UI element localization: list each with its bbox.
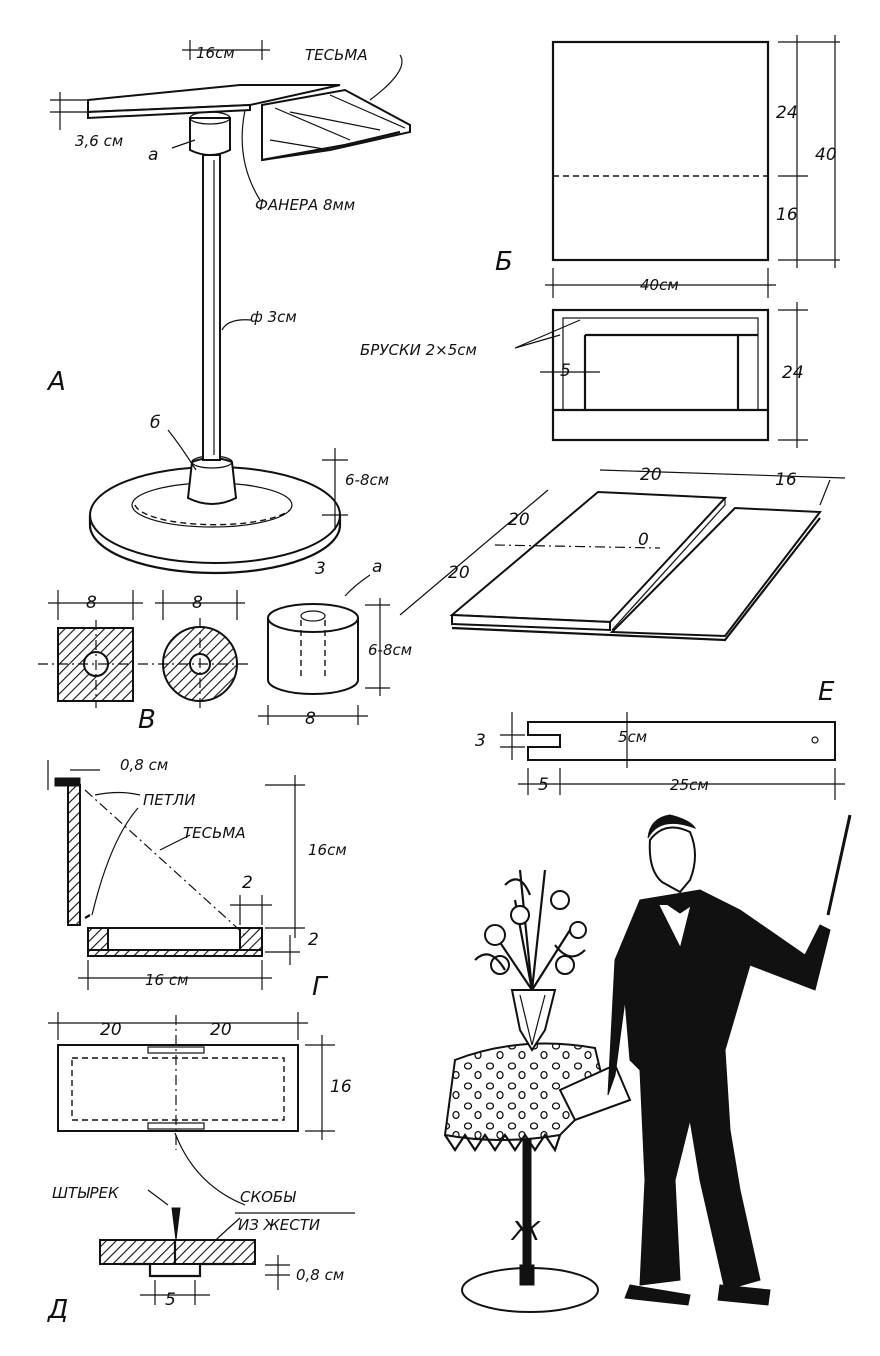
fig-a-tape-label: ТЕСЬМА bbox=[305, 46, 368, 64]
fig-e-mid: 5см bbox=[618, 728, 647, 746]
fig-v-dim-4: 8 bbox=[305, 709, 316, 729]
fig-d-pin: ШТЫРЕК bbox=[52, 1184, 120, 1202]
fig-e-letter: Е bbox=[818, 677, 835, 707]
fig-v-dim-1: 8 bbox=[86, 593, 97, 613]
fig-b-bottom-dim: 16 bbox=[776, 205, 798, 225]
board-dim-3: 20 bbox=[508, 510, 530, 530]
fig-e-left: 5 bbox=[538, 775, 549, 795]
fig-d-height: 16 bbox=[330, 1077, 352, 1097]
figure-b-panels: 24 40 16 Б 40см БРУСКИ 2×5см 5 24 bbox=[360, 35, 840, 448]
fig-zh-letter: Ж bbox=[510, 1217, 541, 1247]
fig-b-top-dim: 24 bbox=[776, 103, 798, 123]
fig-g-letter: Г bbox=[312, 972, 329, 1002]
fig-a-letter: А bbox=[46, 367, 66, 397]
board-zero: 0 bbox=[638, 530, 649, 550]
fig-g-tape: ТЕСЬМА bbox=[183, 824, 246, 842]
fig-b-letter: Б bbox=[495, 247, 513, 277]
figure-d-clips: 20 20 16 ШТЫРЕК СКОБЫ ИЗ ЖЕСТИ 0,8 см 5 … bbox=[47, 1012, 355, 1325]
fig-v-height: 6-8см bbox=[368, 641, 412, 659]
fig-g-hinges: ПЕТЛИ bbox=[143, 791, 195, 809]
fig-b-bars-label: БРУСКИ 2×5см bbox=[360, 341, 477, 359]
fig-b-total-dim: 40 bbox=[815, 145, 837, 165]
fig-g-height: 16см bbox=[308, 841, 347, 859]
figure-a-stand: 16см ТЕСЬМА 3,6 см а ФАНЕРА 8мм ф 3см б … bbox=[46, 40, 411, 575]
fig-e-length: 25см bbox=[670, 776, 709, 794]
fig-d-right: 20 bbox=[210, 1020, 232, 1040]
fig-a-width-label: 16см bbox=[196, 44, 235, 62]
fig-g-d2b: 2 bbox=[308, 930, 319, 950]
figure-zh-scene: Ж bbox=[443, 814, 852, 1313]
fig-a-edge-label: 3,6 см bbox=[75, 132, 123, 150]
fig-a-part-a: а bbox=[148, 145, 158, 165]
fig-e-slot: 3 bbox=[475, 731, 486, 751]
board-dim-4: 20 bbox=[448, 563, 470, 583]
fig-a-plywood-label: ФАНЕРА 8мм bbox=[255, 196, 355, 214]
fig-d-clips2: ИЗ ЖЕСТИ bbox=[238, 1216, 320, 1234]
fig-a-base-label: 6-8см bbox=[345, 471, 389, 489]
board-dim-2: 16 bbox=[775, 470, 797, 490]
fig-b-width-dim: 40см bbox=[640, 276, 679, 294]
fig-v-dim-3: 3 bbox=[315, 559, 326, 579]
fig-a-part-b: б bbox=[150, 413, 160, 433]
fig-d-thick: 0,8 см bbox=[296, 1266, 344, 1284]
fig-g-d2a: 2 bbox=[242, 873, 253, 893]
figure-v-sockets: 8 8 3 а 6-8см 8 В bbox=[38, 557, 412, 735]
fig-d-gap: 5 bbox=[165, 1290, 176, 1310]
figure-board-perspective: 20 16 20 20 0 bbox=[399, 465, 846, 642]
fig-a-diameter-label: ф 3см bbox=[250, 308, 297, 326]
fig-b-bar-dim: 5 bbox=[560, 361, 571, 381]
fig-v-part: а bbox=[372, 557, 382, 577]
figure-e-bar: 3 5см 5 25см Е bbox=[475, 677, 845, 800]
fig-d-left: 20 bbox=[100, 1020, 122, 1040]
fig-v-letter: В bbox=[138, 705, 156, 735]
figure-g-section: 0,8 см ПЕТЛИ ТЕСЬМА 16см 2 2 16 см Г bbox=[47, 756, 347, 1002]
board-dim-1: 20 bbox=[640, 465, 662, 485]
fig-d-letter: Д bbox=[47, 1295, 68, 1325]
fig-g-width: 16 см bbox=[145, 971, 188, 989]
fig-d-clips1: СКОБЫ bbox=[240, 1188, 296, 1206]
fig-b-frame-dim: 24 bbox=[782, 363, 804, 383]
fig-g-thick: 0,8 см bbox=[120, 756, 168, 774]
fig-v-dim-2: 8 bbox=[192, 593, 203, 613]
